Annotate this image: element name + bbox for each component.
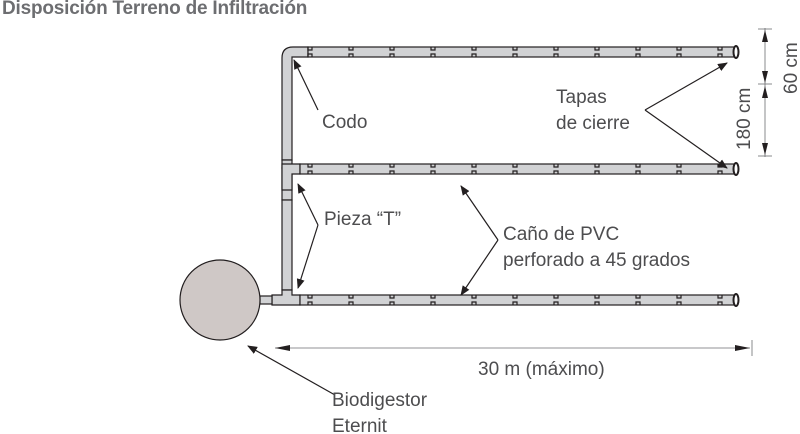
pipe-joint bbox=[676, 295, 682, 305]
pipe-joint bbox=[512, 47, 518, 57]
pipe-joint bbox=[676, 164, 682, 174]
pipe-joint bbox=[389, 47, 395, 57]
tank-outlet-pipe bbox=[259, 295, 273, 305]
tapas-label-line2: de cierre bbox=[556, 113, 630, 134]
cano-label-line1: Caño de PVC bbox=[503, 224, 619, 245]
pieza-t-leader bbox=[297, 183, 319, 226]
pipe-joint bbox=[348, 295, 354, 305]
cano-label-line2: perforado a 45 grados bbox=[503, 250, 690, 271]
pipe-joint bbox=[389, 164, 395, 174]
pipe-joint bbox=[307, 47, 313, 57]
pieza-t-label: Pieza “T” bbox=[324, 209, 401, 230]
pipe-body bbox=[307, 46, 736, 58]
pipe-joint bbox=[430, 164, 436, 174]
pipe-joint bbox=[594, 295, 600, 305]
pipe-joint bbox=[594, 47, 600, 57]
pipe-joint bbox=[553, 164, 559, 174]
tapas-leader bbox=[644, 62, 728, 111]
biodigestor-tank bbox=[179, 259, 261, 341]
pipe-joint bbox=[553, 295, 559, 305]
pipe-joint bbox=[430, 47, 436, 57]
cano-leader bbox=[460, 185, 499, 241]
biodigestor-label-line2: Eternit bbox=[332, 416, 388, 434]
spacing-label: 180 cm bbox=[734, 88, 755, 150]
edge-label: 60 cm bbox=[781, 42, 800, 94]
pieza-t-leader bbox=[296, 224, 319, 289]
length-label: 30 m (máximo) bbox=[478, 359, 605, 380]
lateral-pipe bbox=[307, 45, 740, 59]
pipe-joint bbox=[512, 164, 518, 174]
cano-leader bbox=[460, 239, 499, 296]
biodigestor-leader bbox=[247, 345, 336, 396]
pipe-joint bbox=[348, 164, 354, 174]
pipe-joint bbox=[635, 47, 641, 57]
vertical-manifold-pipe bbox=[271, 46, 309, 306]
codo-leader bbox=[293, 59, 319, 111]
pipe-joint bbox=[471, 164, 477, 174]
pipe-joint bbox=[307, 164, 313, 174]
codo-label: Codo bbox=[322, 112, 367, 133]
lateral-pipe bbox=[299, 162, 740, 176]
end-cap bbox=[732, 45, 740, 59]
pipe-joint bbox=[512, 295, 518, 305]
pipe-joint bbox=[594, 164, 600, 174]
end-cap bbox=[732, 293, 740, 307]
tapas-label-line1: Tapas bbox=[556, 87, 607, 108]
pipe-joint bbox=[553, 47, 559, 57]
pipe-joint bbox=[430, 295, 436, 305]
pipe-joint bbox=[635, 295, 641, 305]
pipe-joint bbox=[389, 295, 395, 305]
pipe-joint bbox=[635, 164, 641, 174]
pipe-joint bbox=[676, 47, 682, 57]
biodigestor-label-line1: Biodigestor bbox=[332, 390, 428, 411]
end-cap bbox=[732, 162, 740, 176]
pipe-joint bbox=[717, 47, 723, 57]
pipe-joint bbox=[307, 295, 313, 305]
pipe-joint bbox=[471, 295, 477, 305]
dimension-arrowheads bbox=[762, 30, 768, 155]
pipe-joint bbox=[717, 295, 723, 305]
diagram-title: Disposición Terreno de Infiltración bbox=[2, 0, 308, 19]
tapas-leader bbox=[644, 109, 728, 169]
lateral-pipe bbox=[299, 293, 740, 307]
pipe-joint bbox=[471, 47, 477, 57]
pipe-joint bbox=[348, 47, 354, 57]
